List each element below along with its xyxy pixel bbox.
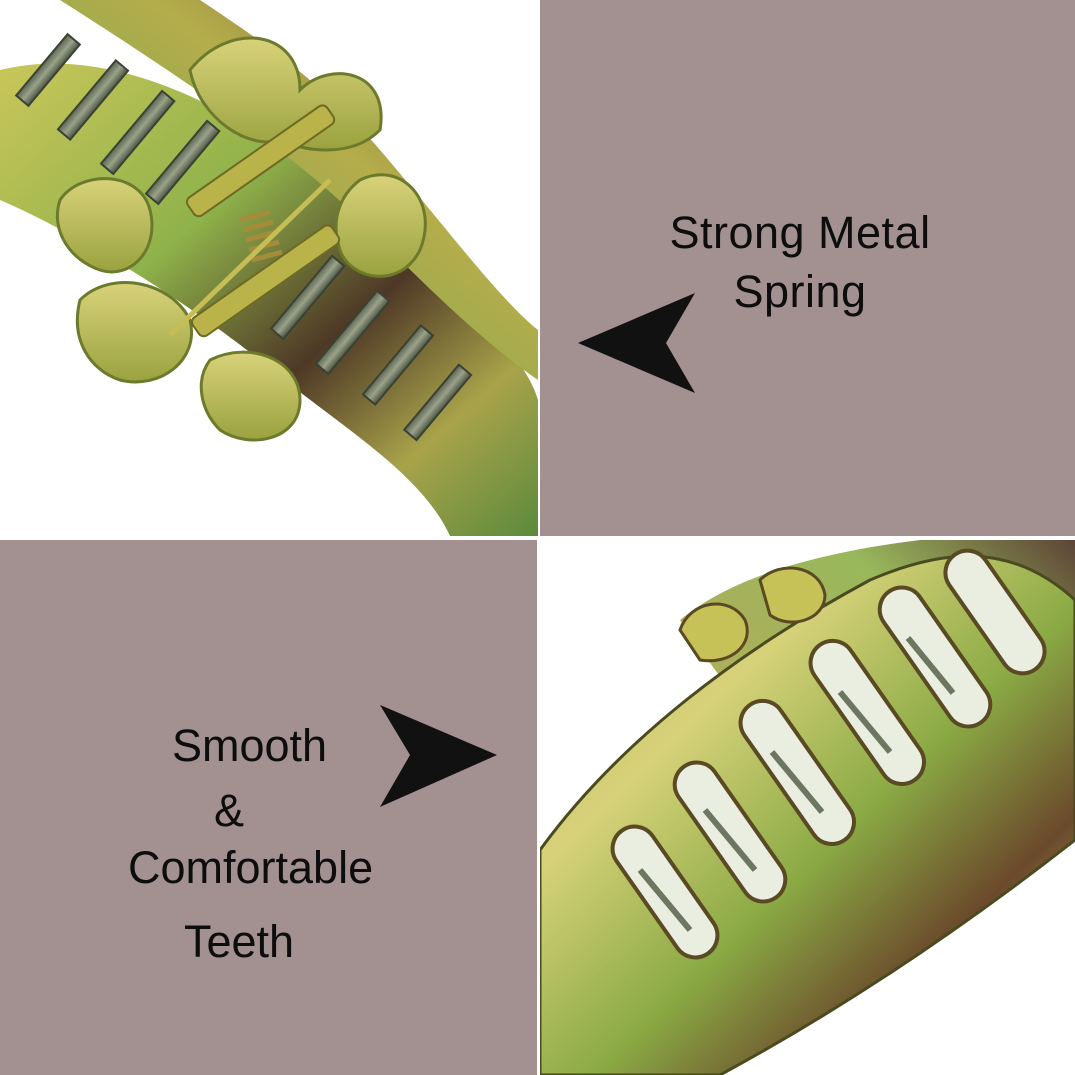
spring-coil — [168, 104, 341, 338]
claw-clip-spring-illustration — [0, 0, 538, 536]
teeth-closeup-photo — [540, 540, 1075, 1075]
spring-caption-line2: Spring — [733, 266, 867, 317]
teeth-caption-line3: Comfortable — [128, 842, 374, 893]
spring-feature-panel: Strong Metal Spring — [540, 0, 1075, 536]
spring-closeup-photo — [0, 0, 538, 536]
teeth-feature-panel: Smooth & Comfortable Teeth — [0, 540, 537, 1075]
teeth-caption-line1: Smooth — [172, 720, 328, 771]
spring-caption: Strong Metal Spring — [640, 210, 960, 314]
teeth-caption-line4: Teeth — [184, 916, 295, 967]
right-arrow-icon — [380, 705, 497, 807]
spring-caption-line1: Strong Metal — [669, 207, 931, 258]
claw-clip-teeth-illustration — [540, 540, 1075, 1075]
left-arrow-icon — [578, 293, 695, 393]
teeth-caption-line2: & — [214, 785, 245, 836]
